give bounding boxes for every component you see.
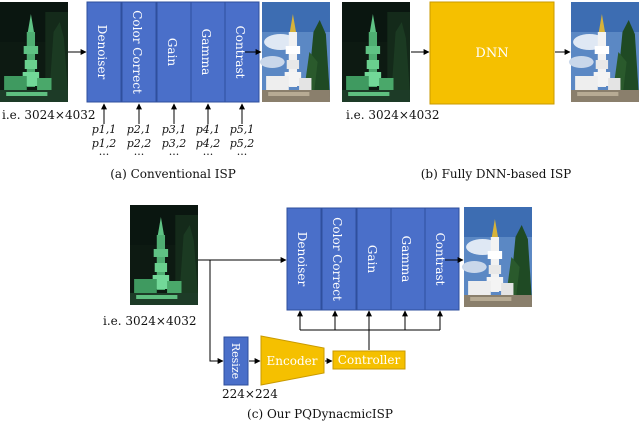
stage-label: Color Correct xyxy=(130,10,144,94)
input-size-label: i.e. 3024×4032 xyxy=(2,108,96,122)
param-label: p2,2 xyxy=(127,137,152,150)
stage-label: Contrast xyxy=(233,26,247,79)
flow-arrows xyxy=(68,49,262,124)
stage-denoiser: Denoiser xyxy=(286,207,322,311)
stage-label: Contrast xyxy=(433,233,447,286)
param-label: p3,1 xyxy=(162,123,187,136)
ellipsis: ··· xyxy=(237,148,248,161)
encoder-block: Encoder xyxy=(260,335,325,386)
panel-dnn-isp: DNN i.e. 3024×4032 (b) Fully DNN-based I… xyxy=(342,1,639,181)
stage-gain: Gain xyxy=(356,207,392,311)
ellipsis: ··· xyxy=(99,148,110,161)
param-label: p4,1 xyxy=(196,123,221,136)
stage-label: Gamma xyxy=(199,29,213,76)
param-label: p3,2 xyxy=(162,137,187,150)
input-size-label: i.e. 3024×4032 xyxy=(346,108,440,122)
input-image xyxy=(0,2,68,102)
resize-block: Resize xyxy=(223,336,249,386)
stage-gamma: Gamma xyxy=(390,207,426,311)
resize-size-label: 224×224 xyxy=(222,387,278,401)
param-label: p2,1 xyxy=(127,123,152,136)
controller-block: Controller xyxy=(332,350,406,370)
output-image xyxy=(259,2,330,102)
ellipsis: ··· xyxy=(134,148,145,161)
panel-caption: (b) Fully DNN-based ISP xyxy=(421,167,572,181)
stage-contrast: Contrast xyxy=(424,207,460,311)
dnn-block: DNN xyxy=(429,1,555,105)
output-image xyxy=(461,207,532,307)
input-image xyxy=(130,205,198,305)
stage-contrast: Contrast xyxy=(224,1,260,103)
stage-label: Color Correct xyxy=(330,217,344,301)
panel-caption: (a) Conventional ISP xyxy=(110,167,236,181)
flow-arrows xyxy=(198,257,464,364)
stage-gain: Gain xyxy=(156,1,192,103)
stage-label: Gain xyxy=(365,245,379,274)
ellipsis: ··· xyxy=(169,148,180,161)
params-ellipsis-row: ··· ··· ··· ··· ··· xyxy=(99,148,248,161)
panel-caption: (c) Our PQDynacmicISP xyxy=(247,407,393,421)
stage-color-correct: Color Correct xyxy=(121,1,157,103)
stage-label: Gamma xyxy=(399,236,413,283)
ellipsis: ··· xyxy=(203,148,214,161)
params-row-2: p1,2 p2,2 p3,2 p4,2 p5,2 xyxy=(92,137,255,150)
stage-color-correct: Color Correct xyxy=(321,207,357,311)
stage-label: Denoiser xyxy=(295,232,309,287)
controller-label: Controller xyxy=(338,353,401,367)
stage-gamma: Gamma xyxy=(190,1,226,103)
input-size-label: i.e. 3024×4032 xyxy=(103,314,197,328)
param-label: p4,2 xyxy=(196,137,221,150)
stage-label: Denoiser xyxy=(95,25,109,80)
param-label: p5,1 xyxy=(230,123,255,136)
encoder-label: Encoder xyxy=(267,354,318,368)
resize-label: Resize xyxy=(229,343,242,379)
params-row-1: p1,1 p2,1 p3,1 p4,1 p5,1 xyxy=(92,123,255,136)
stage-denoiser: Denoiser xyxy=(86,1,122,103)
panel-pqdynamic-isp: Denoiser Color Correct Gain Gamma Contra… xyxy=(103,205,532,421)
dnn-label: DNN xyxy=(475,46,508,61)
param-label: p1,1 xyxy=(92,123,117,136)
panel-conventional-isp: Denoiser Color Correct Gain Gamma Contra… xyxy=(0,1,330,181)
stage-label: Gain xyxy=(165,38,179,67)
input-image xyxy=(342,2,410,102)
param-label: p1,2 xyxy=(92,137,117,150)
param-label: p5,2 xyxy=(230,137,255,150)
output-image xyxy=(568,2,639,102)
